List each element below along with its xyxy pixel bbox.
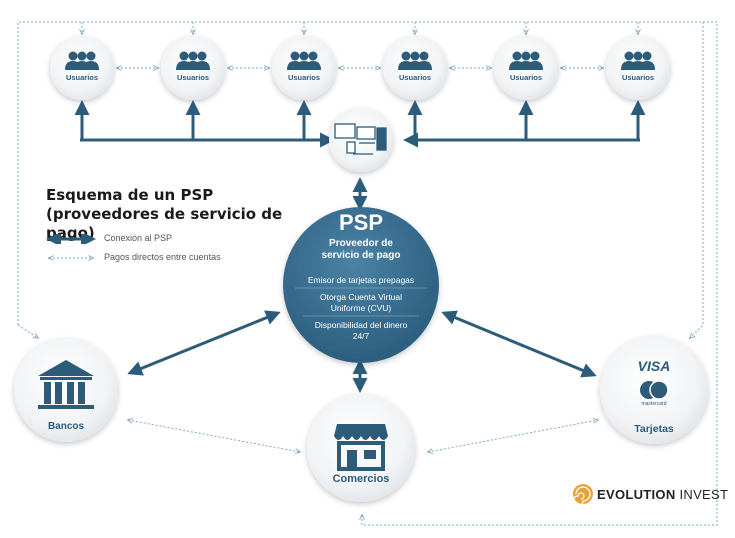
devices-icon	[334, 123, 387, 155]
store-icon	[334, 424, 388, 471]
mastercard-label: mastercard	[641, 401, 667, 407]
user-node	[50, 36, 114, 100]
user-label: Usuarios	[176, 73, 210, 82]
logo-light: INVEST	[679, 486, 729, 502]
mastercard-icon	[640, 380, 669, 400]
bancos-label: Bancos	[47, 421, 85, 432]
user-label: Usuarios	[509, 73, 543, 82]
logo-bold: EVOLUTION	[597, 486, 676, 502]
user-node	[272, 36, 336, 100]
user-nodes	[50, 36, 670, 100]
user-label: Usuarios	[65, 73, 99, 82]
psp-feature: Disponibilidad del dinero 24/7	[314, 320, 408, 341]
devices-node	[329, 108, 393, 172]
users-icon	[65, 51, 99, 70]
dotted-outer-lines	[17, 21, 718, 526]
user-label: Usuarios	[621, 73, 655, 82]
user-label: Usuarios	[287, 73, 321, 82]
users-icon	[621, 51, 655, 70]
user-node	[606, 36, 670, 100]
psp-feature: Otorga Cuenta Virtual Uniforme (CVU)	[319, 292, 403, 313]
users-icon	[398, 51, 432, 70]
users-icon	[509, 51, 543, 70]
users-icon	[176, 51, 210, 70]
legend-solid-label: Conexión al PSP	[104, 233, 173, 243]
tarjetas-label: Tarjetas	[634, 423, 674, 435]
bank-icon	[38, 360, 94, 409]
comercios-node	[307, 394, 415, 502]
legend-solid: Conexión al PSP	[46, 231, 173, 247]
psp-feature: Emisor de tarjetas prepagas	[307, 275, 415, 285]
shell-logo-icon	[572, 484, 593, 505]
psp-acronym: PSP	[338, 210, 384, 235]
users-icon	[287, 51, 321, 70]
bancos-node	[14, 338, 118, 442]
dotted-arrow-icon	[46, 253, 96, 263]
solid-connection-lines	[74, 100, 646, 393]
solid-arrow-icon	[46, 231, 96, 247]
visa-logo: VISA	[637, 358, 671, 374]
comercios-label: Comercios	[332, 473, 390, 485]
psp-dividers	[295, 287, 427, 317]
legend-dotted-label: Pagos directos entre cuentas	[104, 252, 221, 262]
user-label: Usuarios	[398, 73, 432, 82]
psp-circle	[283, 207, 439, 363]
evolution-invest-logo: EVOLUTION INVEST	[572, 483, 728, 505]
legend-dotted: Pagos directos entre cuentas	[46, 252, 221, 263]
psp-name: Proveedor de servicio de pago	[321, 238, 401, 261]
tarjetas-node	[600, 336, 708, 444]
user-node	[161, 36, 225, 100]
user-node	[383, 36, 447, 100]
user-node	[494, 36, 558, 100]
